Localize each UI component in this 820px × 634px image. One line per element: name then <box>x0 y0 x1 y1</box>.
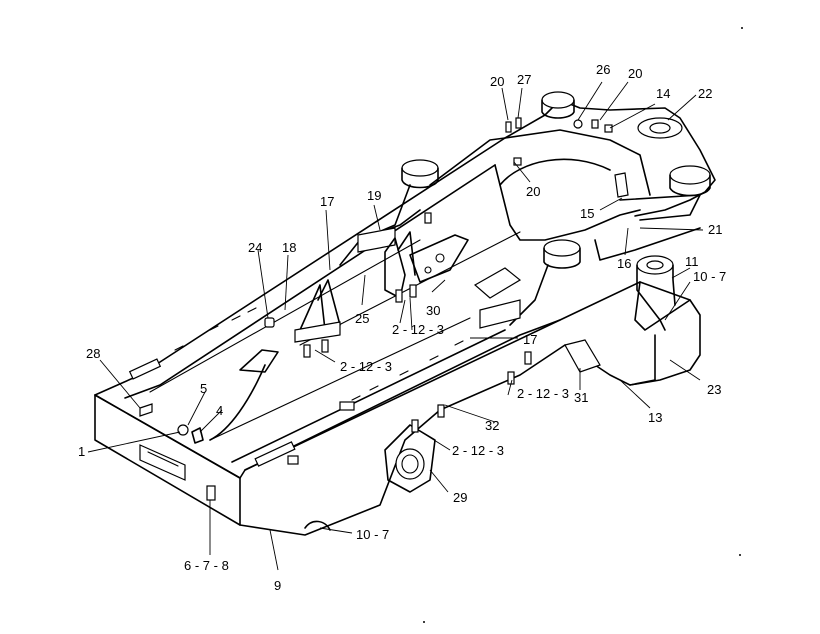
label-21: 21 <box>708 222 722 237</box>
label-32: 32 <box>485 418 499 433</box>
label-17-mid: 17 <box>523 332 537 347</box>
label-5: 5 <box>200 381 207 396</box>
label-18: 18 <box>282 240 296 255</box>
leader-lines <box>87 81 704 571</box>
scan-specks <box>423 27 743 623</box>
label-14: 14 <box>656 86 670 101</box>
label-2-12-3-b: 2 - 12 - 3 <box>340 359 392 374</box>
label-25: 25 <box>355 311 369 326</box>
label-29: 29 <box>453 490 467 505</box>
label-10-7-right: 10 - 7 <box>693 269 726 284</box>
label-9: 9 <box>274 578 281 593</box>
label-2-12-3-c: 2 - 12 - 3 <box>517 386 569 401</box>
label-22: 22 <box>698 86 712 101</box>
lifting-eye <box>384 424 436 493</box>
label-16: 16 <box>617 256 631 271</box>
label-2-12-3-d: 2 - 12 - 3 <box>452 443 504 458</box>
label-4: 4 <box>216 403 223 418</box>
label-30: 30 <box>426 303 440 318</box>
part-labels: 1 4 5 6 - 7 - 8 9 10 - 7 10 - 7 11 13 14… <box>78 62 726 593</box>
label-26: 26 <box>596 62 610 77</box>
fittings <box>128 117 613 467</box>
label-24: 24 <box>248 240 262 255</box>
label-11: 11 <box>685 254 699 269</box>
label-10-7-bottom: 10 - 7 <box>356 527 389 542</box>
brackets <box>239 172 629 373</box>
label-27: 27 <box>517 72 531 87</box>
label-23: 23 <box>707 382 721 397</box>
label-1: 1 <box>78 444 85 459</box>
label-15: 15 <box>580 206 594 221</box>
label-20-c: 20 <box>526 184 540 199</box>
label-6-7-8: 6 - 7 - 8 <box>184 558 229 573</box>
label-28: 28 <box>86 346 100 361</box>
front-details <box>139 403 331 531</box>
label-17-top: 17 <box>320 194 334 209</box>
label-31: 31 <box>574 390 588 405</box>
label-20-a: 20 <box>490 74 504 89</box>
label-2-12-3-a: 2 - 12 - 3 <box>392 322 444 337</box>
label-13: 13 <box>648 410 662 425</box>
label-19: 19 <box>367 188 381 203</box>
label-20-b: 20 <box>628 66 642 81</box>
main-frame-body <box>94 99 716 536</box>
